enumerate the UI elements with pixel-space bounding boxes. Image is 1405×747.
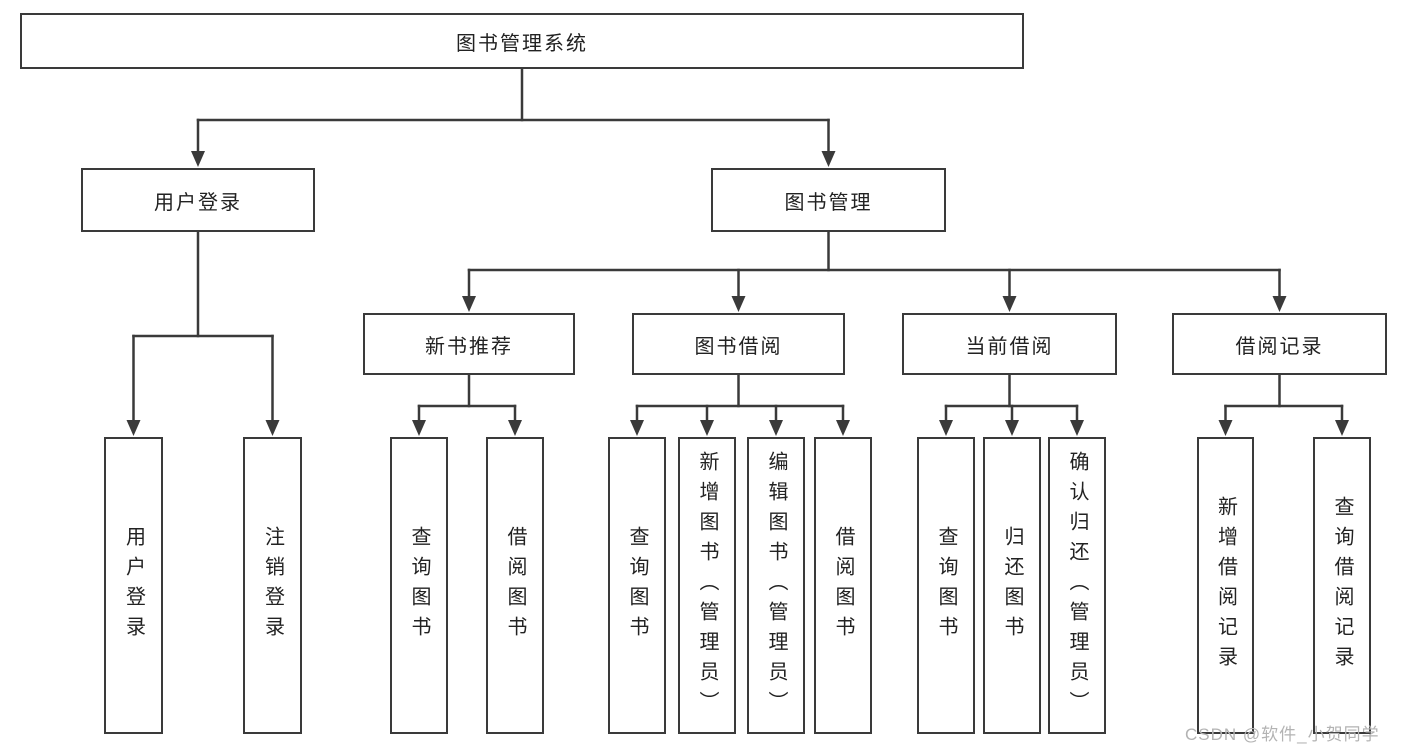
node-nb-borrow-book: 借阅图书: [486, 437, 544, 734]
node-user-login: 用户登录: [81, 168, 315, 232]
node-label: 新增图书（管理员）: [696, 450, 718, 721]
arrowhead-icon: [1070, 420, 1084, 436]
arrowhead-icon: [1005, 420, 1019, 436]
node-cb-query-book: 查询图书: [917, 437, 975, 734]
node-label: 图书借阅: [694, 335, 783, 358]
arrowhead-icon: [836, 420, 850, 436]
node-logout: 注销登录: [243, 437, 302, 734]
node-new-book-recommend: 新书推荐: [363, 313, 575, 375]
node-login: 用户登录: [104, 437, 163, 734]
node-label: 查询图书: [626, 525, 648, 646]
node-nb-query-book: 查询图书: [390, 437, 448, 734]
node-book-management: 图书管理: [711, 168, 946, 232]
node-label: 图书管理系统: [456, 32, 588, 55]
arrowhead-icon: [821, 151, 836, 167]
node-label: 借阅记录: [1235, 335, 1324, 358]
node-label: 查询图书: [935, 525, 957, 646]
node-cb-confirm-return: 确认归还（管理员）: [1048, 437, 1106, 734]
node-bb-borrow-book: 借阅图书: [814, 437, 872, 734]
node-bb-edit-book: 编辑图书（管理员）: [747, 437, 805, 734]
node-label: 用户登录: [122, 525, 145, 646]
node-label: 查询借阅记录: [1331, 495, 1353, 676]
node-bb-add-book: 新增图书（管理员）: [678, 437, 736, 734]
arrowhead-icon: [1002, 296, 1017, 312]
node-label: 当前借阅: [965, 335, 1054, 358]
node-label: 查询图书: [408, 525, 430, 646]
node-label: 归还图书: [1001, 525, 1023, 646]
arrowhead-icon: [630, 420, 644, 436]
arrowhead-icon: [769, 420, 783, 436]
arrowhead-icon: [1218, 420, 1233, 436]
node-br-add-record: 新增借阅记录: [1197, 437, 1254, 734]
watermark: CSDN @软件_小贺同学: [1185, 725, 1380, 744]
node-label: 新增借阅记录: [1214, 495, 1237, 676]
arrowhead-icon: [412, 420, 426, 436]
node-br-query-record: 查询借阅记录: [1313, 437, 1371, 734]
arrowhead-icon: [939, 420, 953, 436]
node-cb-return-book: 归还图书: [983, 437, 1041, 734]
node-label: 用户登录: [154, 191, 242, 214]
node-label: 图书管理: [784, 191, 873, 214]
node-borrowing-records: 借阅记录: [1172, 313, 1387, 375]
arrowhead-icon: [508, 420, 522, 436]
node-bb-query-book: 查询图书: [608, 437, 666, 734]
node-label: 编辑图书（管理员）: [765, 450, 787, 721]
arrowhead-icon: [462, 296, 476, 312]
node-current-borrowing: 当前借阅: [902, 313, 1117, 375]
arrowhead-icon: [700, 420, 714, 436]
arrowhead-icon: [1335, 420, 1349, 436]
arrowhead-icon: [191, 151, 205, 167]
node-label: 新书推荐: [425, 335, 513, 358]
arrowhead-icon: [265, 420, 280, 436]
node-label: 注销登录: [261, 525, 284, 646]
node-book-borrowing: 图书借阅: [632, 313, 845, 375]
node-label: 借阅图书: [832, 525, 854, 646]
arrowhead-icon: [731, 296, 746, 312]
arrowhead-icon: [1272, 296, 1287, 312]
arrowhead-icon: [126, 420, 141, 436]
node-root: 图书管理系统: [20, 13, 1024, 69]
node-label: 确认归还（管理员）: [1066, 450, 1088, 721]
node-label: 借阅图书: [504, 525, 526, 646]
